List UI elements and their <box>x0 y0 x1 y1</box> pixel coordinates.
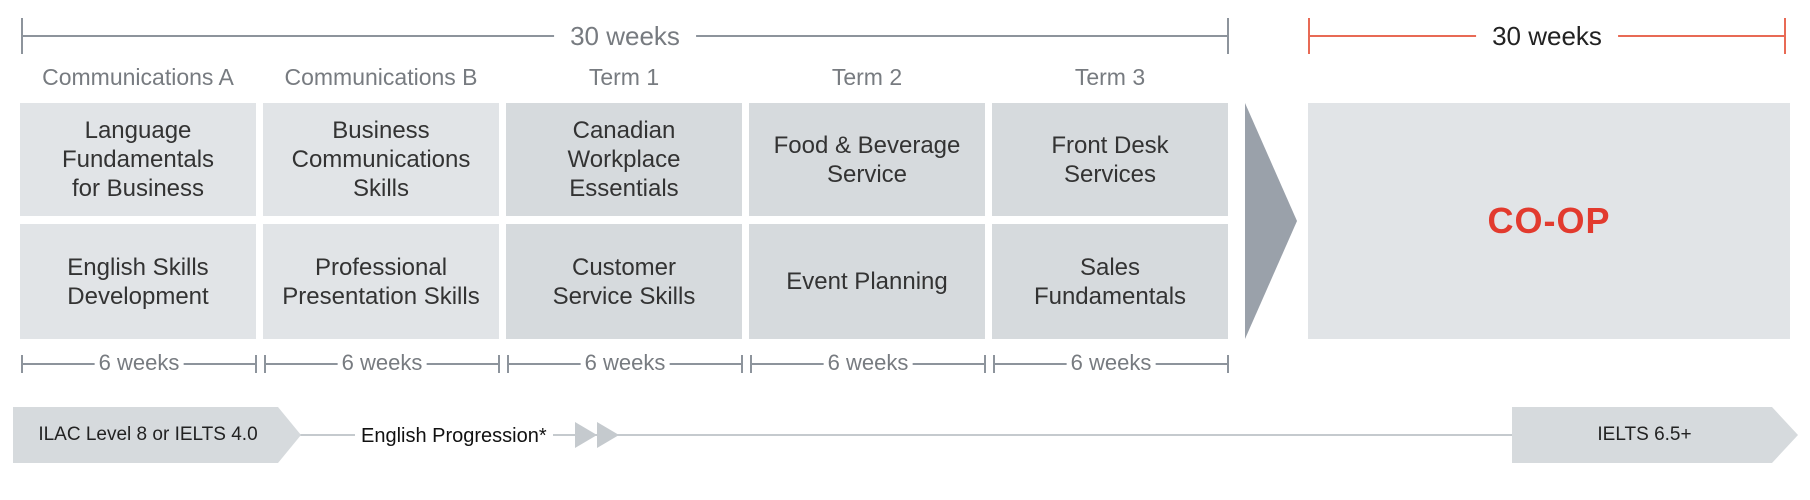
course-box: Canadian Workplace Essentials <box>506 103 742 216</box>
course-box: English Skills Development <box>20 224 256 339</box>
column-header-term-1: Term 1 <box>588 64 660 90</box>
progression-start-label: ILAC Level 8 or IELTS 4.0 <box>38 424 258 445</box>
progression-middle-label: English Progression* <box>355 421 553 451</box>
term-duration-bracket: 6 weeks <box>264 350 500 377</box>
coop-box: CO-OP <box>1308 103 1790 339</box>
term-duration-bracket: 6 weeks <box>21 350 257 377</box>
progress-arrow <box>1245 103 1297 339</box>
term-duration-label: 6 weeks <box>94 350 184 376</box>
term-duration-label: 6 weeks <box>1066 350 1156 376</box>
progression-start-chevron <box>13 407 301 463</box>
course-box: Language Fundamentals for Business <box>20 103 256 216</box>
term-duration-bracket: 6 weeks <box>750 350 986 377</box>
term-duration-bracket: 6 weeks <box>507 350 743 377</box>
progression-end-chevron <box>1512 407 1798 463</box>
course-box: Business Communications Skills <box>263 103 499 216</box>
column-header-term-2: Term 2 <box>831 64 903 90</box>
program-duration-bracket: 30 weeks <box>21 18 1229 54</box>
term-duration-label: 6 weeks <box>337 350 427 376</box>
course-box: Customer Service Skills <box>506 224 742 339</box>
coop-duration-bracket: 30 weeks <box>1308 18 1786 54</box>
progression-end-label: IELTS 6.5+ <box>1597 424 1692 445</box>
term-duration-bracket: 6 weeks <box>993 350 1229 377</box>
course-box: Professional Presentation Skills <box>263 224 499 339</box>
column-header-communications-a: Communications A <box>42 64 234 90</box>
course-box: Sales Fundamentals <box>992 224 1228 339</box>
column-header-term-3: Term 3 <box>1074 64 1146 90</box>
term-duration-label: 6 weeks <box>580 350 670 376</box>
course-box: Front Desk Services <box>992 103 1228 216</box>
progression-line <box>290 434 1520 436</box>
term-duration-label: 6 weeks <box>823 350 913 376</box>
fast-forward-icon <box>575 422 619 448</box>
course-box: Event Planning <box>749 224 985 339</box>
program-duration-label: 30 weeks <box>554 18 696 54</box>
course-box: Food & Beverage Service <box>749 103 985 216</box>
coop-duration-label: 30 weeks <box>1476 18 1618 54</box>
column-header-communications-b: Communications B <box>284 64 478 90</box>
